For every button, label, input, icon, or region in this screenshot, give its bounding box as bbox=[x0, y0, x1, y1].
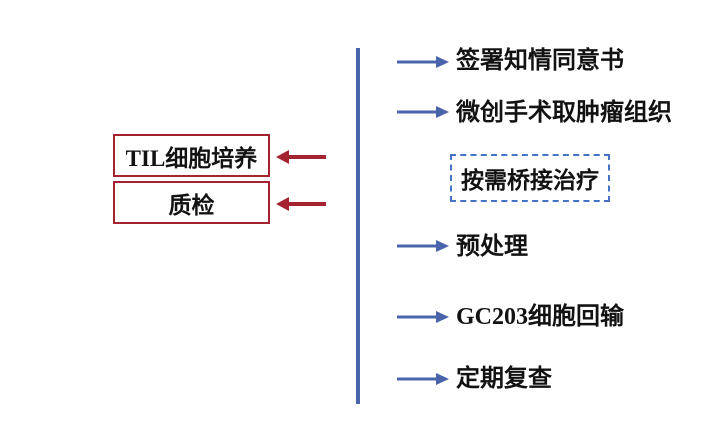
right-arrow-icon bbox=[397, 56, 449, 68]
right-arrow-icon bbox=[397, 311, 449, 323]
step-label-bridge-therapy: 按需桥接治疗 bbox=[461, 168, 599, 193]
right-arrow-icon bbox=[397, 106, 449, 118]
right-arrow-icon bbox=[397, 373, 449, 385]
right-arrow-icon bbox=[397, 240, 449, 252]
timeline-axis bbox=[356, 48, 360, 404]
step-label-followup: 定期复查 bbox=[456, 366, 552, 392]
step-label-pretreatment: 预处理 bbox=[456, 234, 528, 260]
step-box-bridge-therapy: 按需桥接治疗 bbox=[450, 154, 610, 202]
process-box-til-culture: TIL细胞培养 bbox=[113, 134, 270, 177]
step-label-consent: 签署知情同意书 bbox=[456, 48, 624, 74]
left-arrow-icon bbox=[276, 197, 326, 211]
left-arrow-icon bbox=[276, 150, 326, 164]
step-label-surgery: 微创手术取肿瘤组织 bbox=[456, 100, 672, 126]
process-box-quality-check: 质检 bbox=[113, 181, 270, 224]
step-label-cell-infusion: GC203细胞回输 bbox=[456, 304, 624, 330]
process-box-quality-check-label: 质检 bbox=[168, 192, 215, 218]
process-box-til-culture-label: TIL细胞培养 bbox=[125, 145, 258, 171]
